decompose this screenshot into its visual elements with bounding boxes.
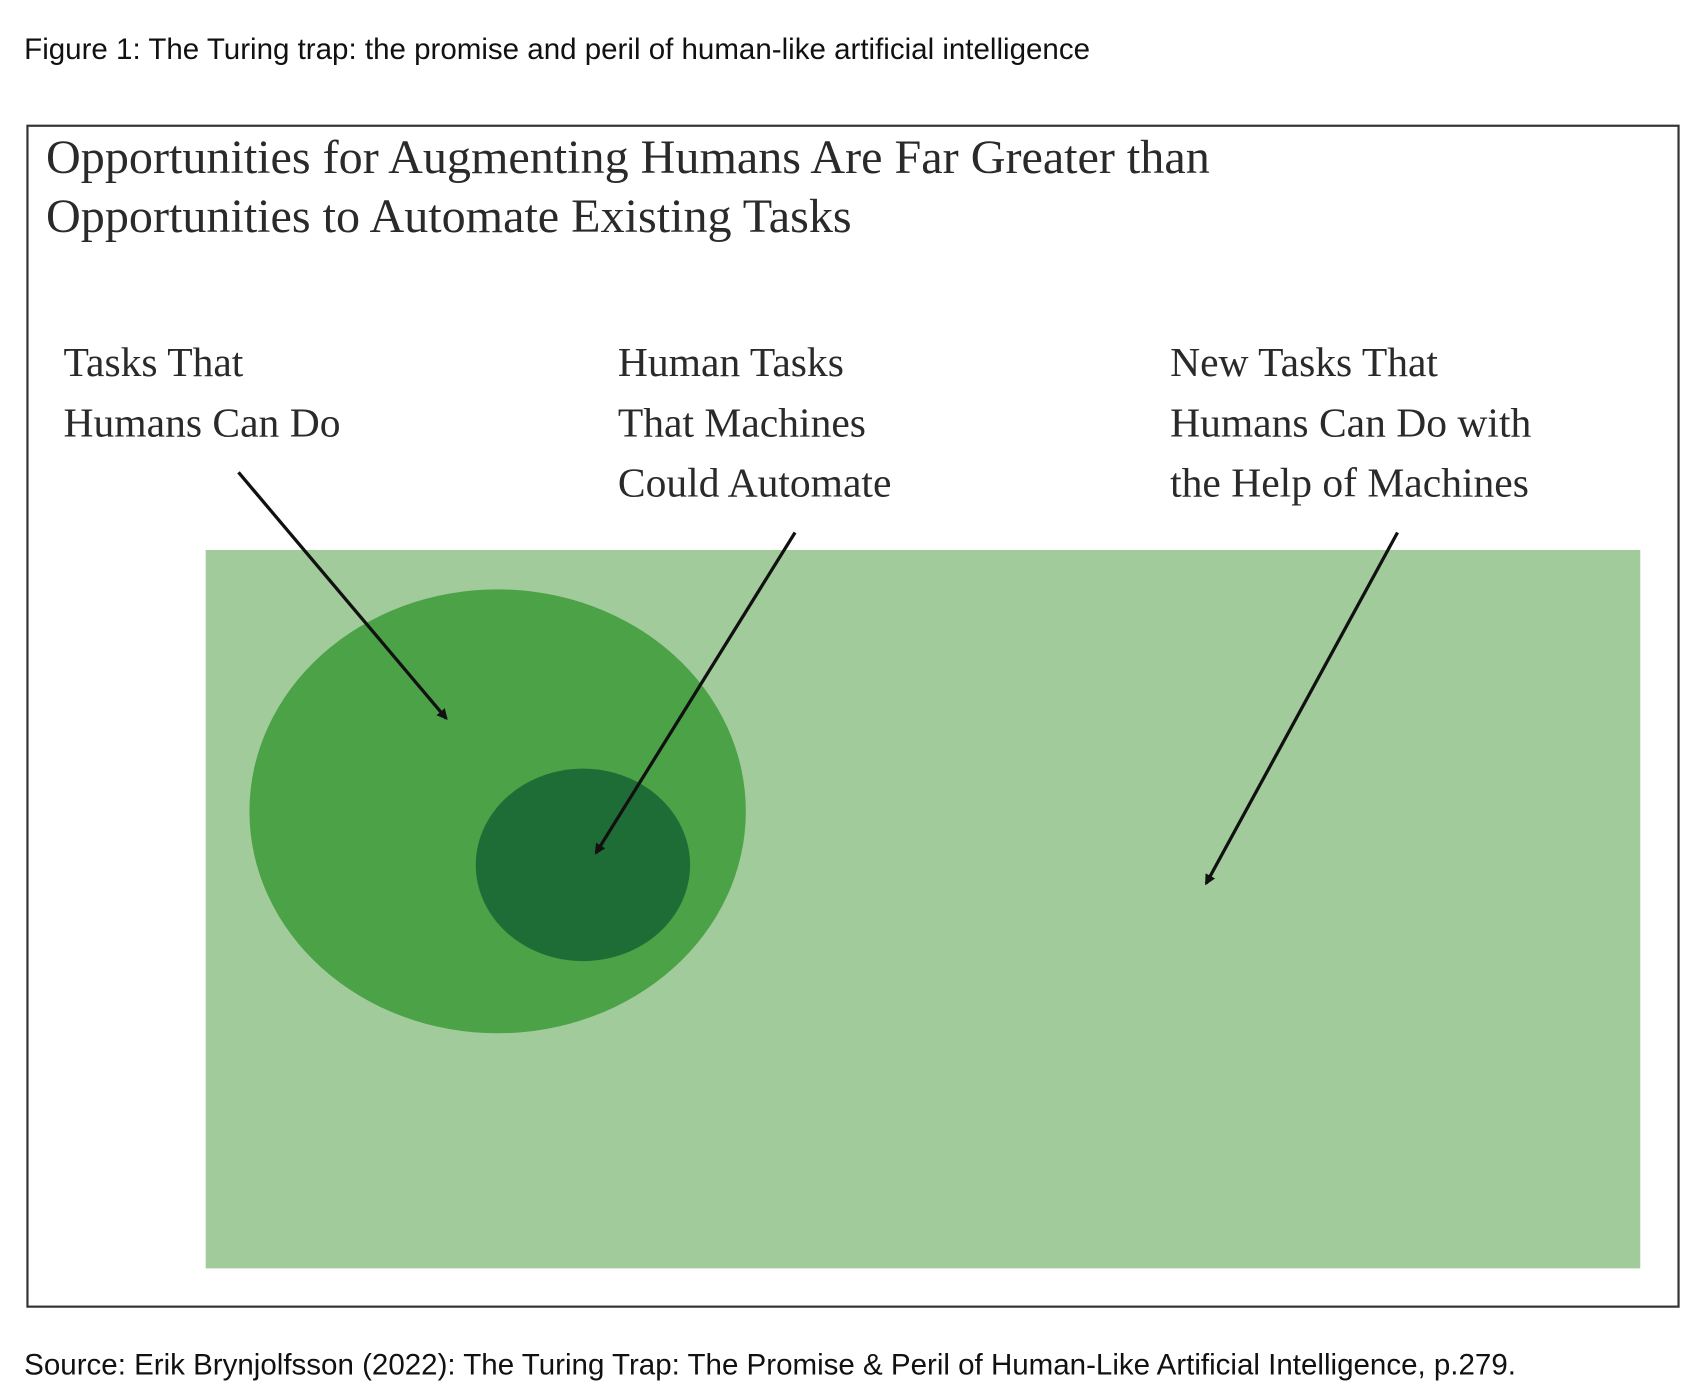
figure-title-line-2: Opportunities to Automate Existing Tasks <box>46 190 852 243</box>
figure-title-line-1: Opportunities for Augmenting Humans Are … <box>46 131 1210 184</box>
label-new-tasks-line-2: Humans Can Do with <box>1170 399 1531 445</box>
label-automate-line-3: Could Automate <box>618 459 892 505</box>
automatable-tasks-ellipse <box>475 768 691 962</box>
label-automate-line-1: Human Tasks <box>618 339 844 385</box>
label-tasks-humans-line-2: Humans Can Do <box>64 399 341 445</box>
label-new-tasks-line-1: New Tasks That <box>1170 339 1438 385</box>
arrow-tasks-humans <box>237 471 448 721</box>
arrow-automate <box>594 531 797 855</box>
figure-caption: Figure 1: The Turing trap: the promise a… <box>24 33 1090 66</box>
arrow-new-tasks <box>1204 531 1399 886</box>
source-citation: Source: Erik Brynjolfsson (2022): The Tu… <box>24 1348 1516 1381</box>
label-new-tasks-line-3: the Help of Machines <box>1170 459 1529 505</box>
label-automate-line-2: That Machines <box>618 399 866 445</box>
label-tasks-humans-line-1: Tasks That <box>64 339 244 385</box>
